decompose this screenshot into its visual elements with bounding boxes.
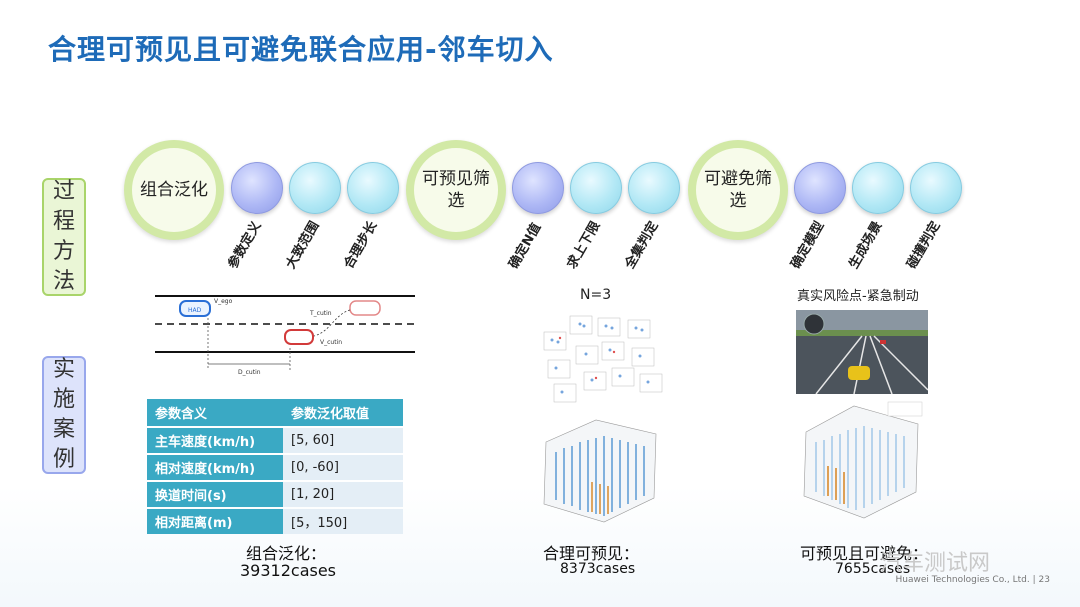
ego-speed-label: V_ego (214, 298, 233, 305)
substep-label: 碰撞判定 (901, 217, 943, 272)
substep-label: 大致范围 (280, 217, 322, 272)
param-name: 相对距离(m) (147, 509, 283, 534)
substep-circle (628, 162, 680, 214)
scatter-thumbnails-image (540, 312, 670, 407)
step-foreseeable-filter: 可预见筛选 (406, 140, 506, 240)
substep-label: 参数定义 (222, 217, 264, 272)
substep-label: 合理步长 (338, 217, 380, 272)
substep-circle (289, 162, 341, 214)
implementation-case-label: 实 施 案 例 (42, 356, 86, 474)
label-char: 例 (53, 445, 75, 475)
substep-label: 确定N值 (503, 219, 544, 272)
substep-circle (347, 162, 399, 214)
step-avoidable-filter: 可避免筛选 (688, 140, 788, 240)
watermark: 汽车测试网 (880, 545, 990, 577)
param-value: [0, -60] (283, 455, 403, 480)
footer-company: Huawei Technologies Co., Ltd. (896, 575, 1030, 585)
label-char: 方 (53, 237, 75, 267)
param-name: 换道时间(s) (147, 482, 283, 507)
table-row: 相对距离(m) [5，150] (147, 509, 403, 534)
table-header: 参数泛化取值 (283, 399, 403, 426)
substep-circle (794, 162, 846, 214)
param-name: 主车速度(km/h) (147, 428, 283, 453)
page-title: 合理可预见且可避免联合应用-邻车切入 (48, 28, 554, 68)
table-header: 参数含义 (147, 399, 283, 426)
ego-tag: HAD (188, 307, 202, 314)
cut-in-speed-label: V_cutin (320, 339, 342, 346)
substep-label: 确定模型 (785, 217, 827, 272)
cut-in-road-diagram: HAD V_ego T_cutin V_cutin D_cutin (150, 288, 420, 378)
param-value: [5, 60] (283, 428, 403, 453)
process-method-label: 过 程 方 法 (42, 178, 86, 296)
table-row: 主车速度(km/h) [5, 60] (147, 428, 403, 453)
label-char: 程 (53, 207, 75, 237)
page-number: 23 (1039, 575, 1050, 585)
n-value-label: N=3 (580, 287, 611, 303)
footer: Huawei Technologies Co., Ltd. | 23 (896, 575, 1051, 585)
caption-count: 8373cases (560, 561, 635, 577)
substep-label: 生成场景 (843, 217, 885, 272)
substep-label: 求上下限 (561, 217, 603, 272)
param-name: 相对速度(km/h) (147, 455, 283, 480)
label-char: 案 (53, 415, 75, 445)
label-char: 过 (53, 177, 75, 207)
substep-circle (910, 162, 962, 214)
step-combination-generalization: 组合泛化 (124, 140, 224, 240)
3d-scatter-plot-foreseeable (536, 412, 664, 530)
simulation-road-image (796, 310, 928, 394)
table-row: 相对速度(km/h) [0, -60] (147, 455, 403, 480)
table-header-row: 参数含义 参数泛化取值 (147, 399, 403, 426)
real-risk-label: 真实风险点-紧急制动 (797, 285, 919, 304)
param-value: [5，150] (283, 509, 403, 534)
label-char: 法 (53, 267, 75, 297)
substep-circle (512, 162, 564, 214)
3d-scatter-plot-avoidable (798, 396, 924, 526)
cut-in-time-label: T_cutin (309, 310, 332, 317)
parameter-table: 参数含义 参数泛化取值 主车速度(km/h) [5, 60] 相对速度(km/h… (147, 397, 403, 536)
ego-car-icon: HAD (180, 301, 210, 316)
param-value: [1, 20] (283, 482, 403, 507)
substep-circle (570, 162, 622, 214)
distance-label: D_cutin (238, 369, 261, 376)
substep-circle (231, 162, 283, 214)
step-label: 可预见筛选 (421, 168, 491, 212)
label-char: 实 (53, 355, 75, 385)
step-label: 可避免筛选 (703, 168, 773, 212)
substep-circle (852, 162, 904, 214)
substep-label: 全集判定 (619, 217, 661, 272)
yellow-car-icon (848, 366, 870, 380)
caption-count: 39312cases (240, 561, 336, 580)
step-label: 组合泛化 (139, 179, 209, 201)
table-row: 换道时间(s) [1, 20] (147, 482, 403, 507)
label-char: 施 (53, 385, 75, 415)
